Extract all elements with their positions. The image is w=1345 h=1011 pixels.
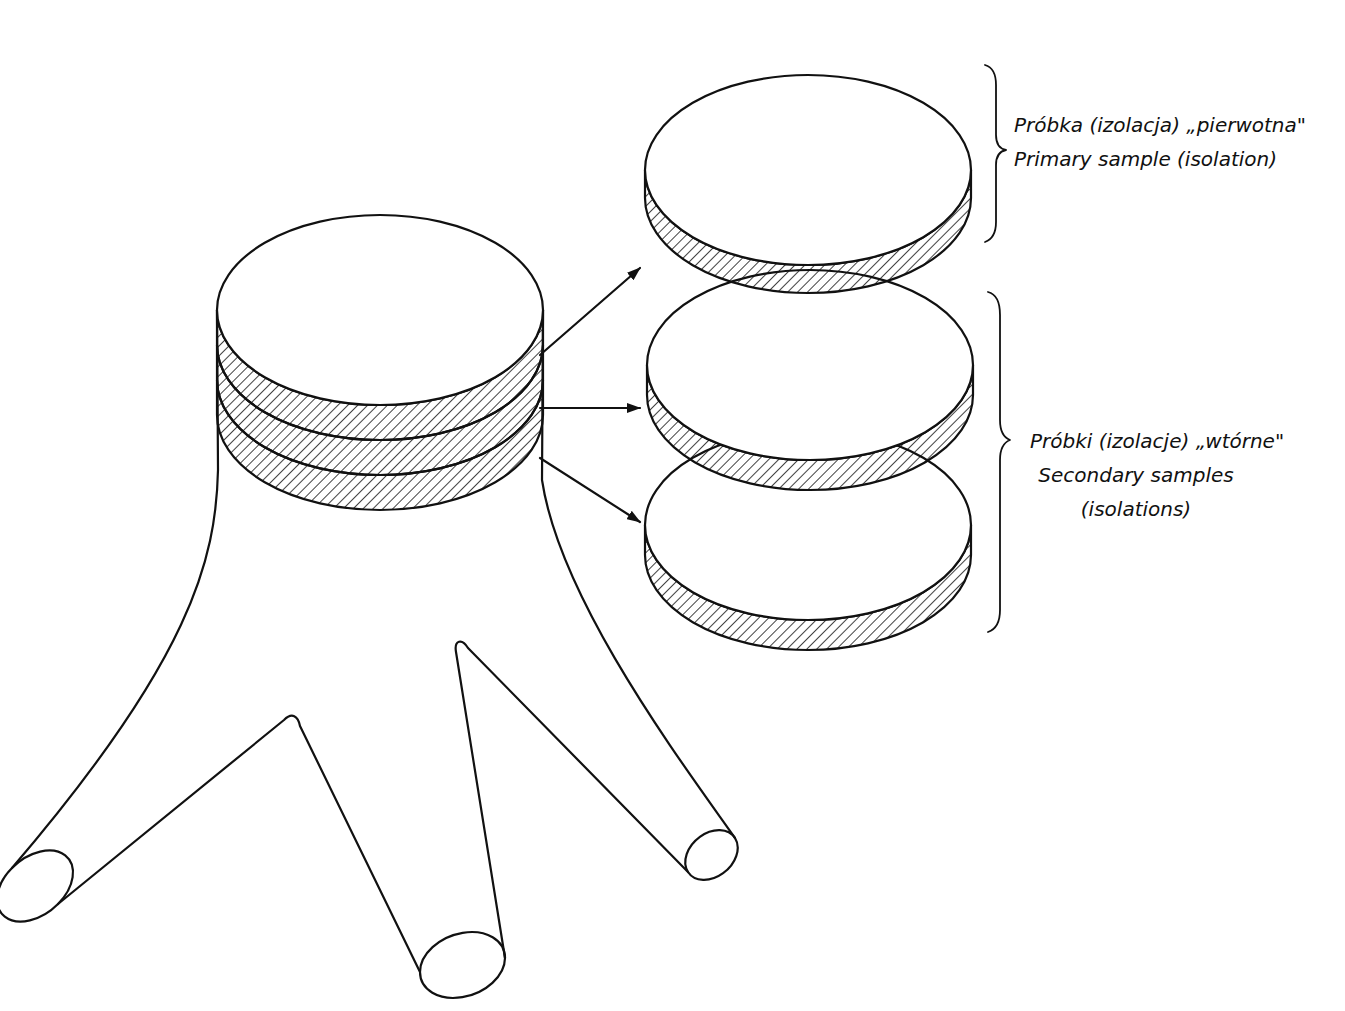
sample-label: Próbki (izolacje) „wtórne"	[1030, 424, 1330, 458]
arrow	[540, 407, 640, 409]
arrow	[540, 458, 640, 522]
trunk-outline	[0, 310, 738, 998]
bracket	[985, 65, 1006, 242]
sample-label: Próbka (izolacja) „pierwotna"	[1014, 108, 1334, 142]
arrow	[540, 268, 640, 355]
sample-label: Secondary samples (isolations)	[1016, 458, 1256, 526]
bracket	[988, 292, 1010, 632]
disc-face	[647, 270, 973, 460]
disc-face	[645, 75, 971, 265]
sample-label: Primary sample (isolation)	[1014, 142, 1334, 176]
root-end	[685, 830, 735, 872]
trunk-top	[217, 215, 543, 405]
root-end	[12, 850, 73, 904]
root-end	[420, 932, 505, 972]
